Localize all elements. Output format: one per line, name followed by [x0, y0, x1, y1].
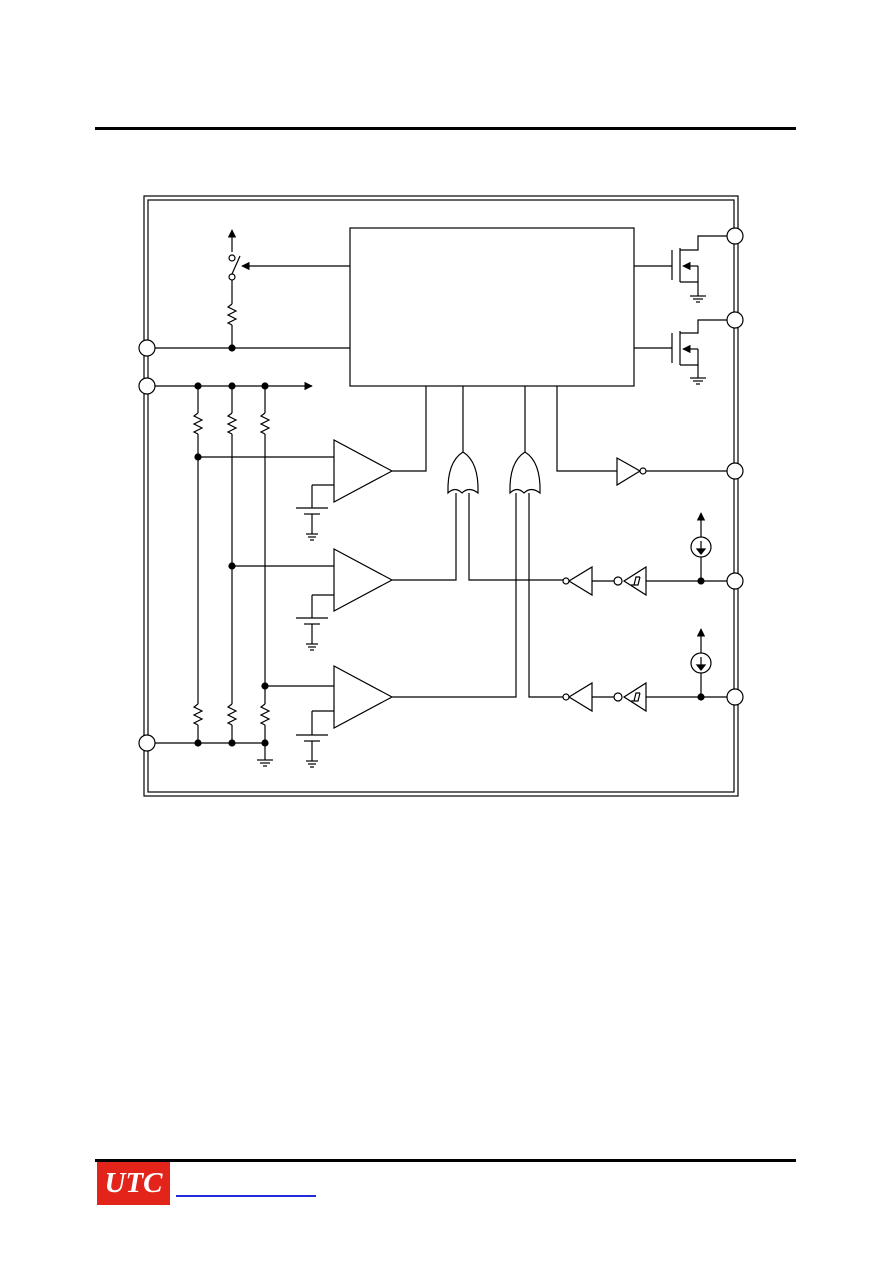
comparator-2 — [333, 547, 394, 613]
pin-right-2 — [726, 311, 744, 329]
buffer-2 — [567, 681, 593, 713]
pin-right-1 — [726, 227, 744, 245]
resistor-upper-3 — [259, 412, 271, 435]
inverter — [616, 456, 642, 487]
resistor-lower-2 — [226, 703, 238, 726]
resistor-upper-2 — [226, 412, 238, 435]
resistor-lower-3 — [259, 703, 271, 726]
header-rule — [95, 127, 796, 130]
pin-right-5 — [726, 688, 744, 706]
buffer-1 — [567, 565, 593, 597]
pin-right-3 — [726, 462, 744, 480]
footer-rule — [95, 1159, 796, 1162]
logo-text: UTC — [104, 1167, 163, 1199]
resistor-lower-1 — [192, 703, 204, 726]
pin-right-4 — [726, 572, 744, 590]
utc-logo: UTC — [97, 1162, 170, 1205]
footer-link[interactable] — [176, 1195, 316, 1197]
switch-blade — [231, 255, 241, 275]
frame-inner — [147, 199, 735, 793]
pin-left-3 — [138, 734, 156, 752]
switch-contact-bottom — [228, 273, 236, 281]
pin-left-2 — [138, 377, 156, 395]
control-logic-block — [349, 227, 635, 387]
switch-contact-top — [228, 254, 236, 262]
comparator-1 — [333, 438, 394, 504]
or-gate-1 — [447, 451, 479, 495]
pin-left-1 — [138, 339, 156, 357]
resistor-switch — [226, 303, 238, 326]
or-gate-2 — [509, 451, 541, 495]
frame-outer — [143, 195, 739, 797]
comparator-3 — [333, 664, 394, 730]
resistor-upper-1 — [192, 412, 204, 435]
